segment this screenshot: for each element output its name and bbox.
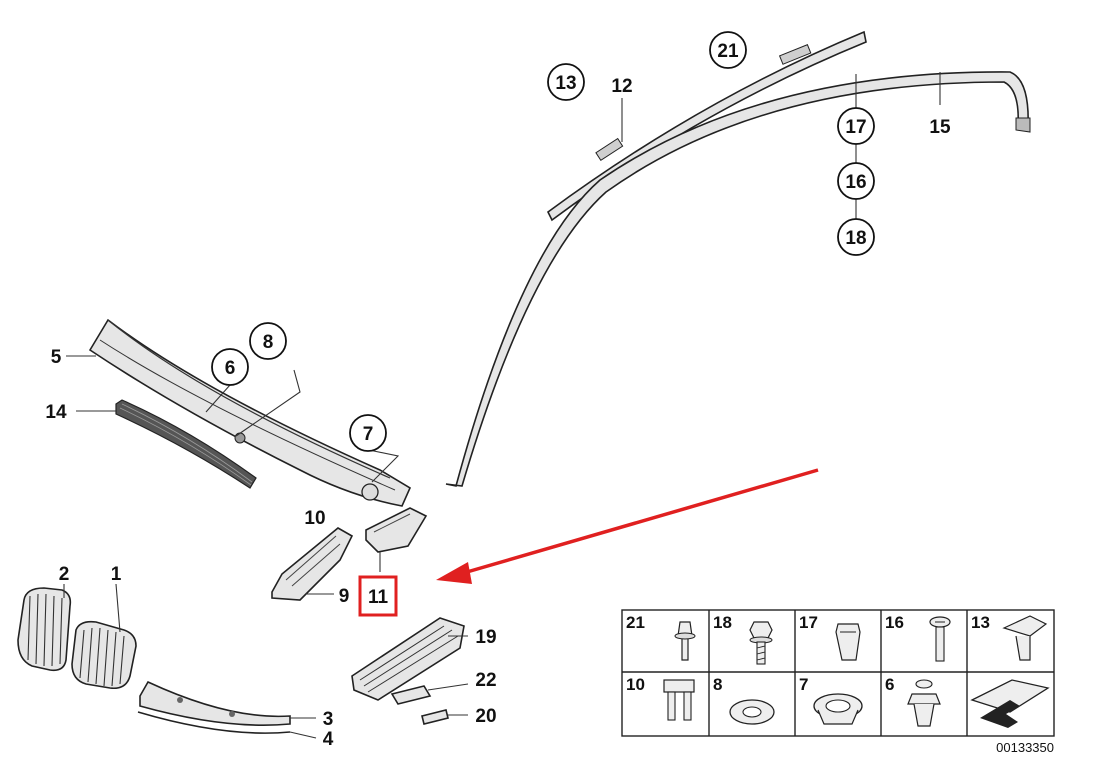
fastener-table: 21 18 17 16 13 10 8	[621, 609, 1055, 737]
table-label-7: 7	[799, 675, 808, 694]
panel-arrow-icon	[970, 679, 1050, 728]
kidney-grille-1	[71, 620, 137, 690]
table-label-21: 21	[626, 613, 645, 632]
callout-5: 5	[51, 347, 62, 368]
callout-4: 4	[323, 729, 334, 750]
emblem-20	[421, 709, 449, 725]
expansion-rivet-icon	[907, 679, 941, 727]
cowl-grille-14	[115, 399, 257, 489]
table-label-8: 8	[713, 675, 722, 694]
table-label-13: 13	[971, 613, 990, 632]
cowl-panel-5	[88, 318, 412, 507]
washer-icon	[729, 699, 775, 725]
callout-22: 22	[475, 670, 496, 691]
bracket-9	[271, 527, 354, 601]
callout-20: 20	[475, 706, 496, 727]
callout-16: 16	[845, 172, 866, 193]
callout-1: 1	[111, 564, 122, 585]
callout-13: 13	[555, 73, 576, 94]
bracket-11	[365, 507, 428, 553]
callout-ring-6	[211, 348, 249, 386]
callout-ring-8	[249, 322, 287, 360]
callout-3: 3	[323, 709, 334, 730]
leader-1	[115, 583, 121, 633]
leader-4	[289, 731, 317, 739]
callout-7: 7	[363, 424, 374, 445]
callout-ring-16	[837, 162, 875, 200]
clip-nut-icon	[835, 623, 861, 661]
callout-ring-7	[349, 414, 387, 452]
air-duct-19	[351, 617, 465, 701]
push-clip-icon	[663, 679, 695, 721]
callout-18: 18	[845, 228, 866, 249]
table-label-18: 18	[713, 613, 732, 632]
table-label-6: 6	[885, 675, 894, 694]
callout-14: 14	[45, 402, 67, 423]
callout-12: 12	[611, 76, 632, 97]
callout-ring-18	[837, 218, 875, 256]
callout-9: 9	[339, 586, 350, 607]
callout-ring-13	[547, 63, 585, 101]
callout-10: 10	[304, 508, 325, 529]
callout-17: 17	[845, 117, 866, 138]
hex-bolt-icon	[749, 621, 773, 665]
lower-trim-3-4	[137, 680, 291, 734]
highlight-arrow	[436, 468, 819, 584]
callout-11: 11	[368, 587, 389, 608]
catalog-number: 00133350	[996, 740, 1054, 755]
grommet-icon	[813, 693, 863, 725]
leader-7	[368, 449, 400, 483]
roof-molding-15	[445, 71, 1031, 487]
leader-8	[235, 369, 301, 437]
callout-8: 8	[263, 332, 274, 353]
callout-21: 21	[717, 41, 739, 62]
callout-ring-21	[709, 31, 747, 69]
leader-6	[205, 384, 231, 413]
callout-ring-17	[837, 107, 875, 145]
callout-15: 15	[929, 117, 951, 138]
callout-19: 19	[475, 627, 496, 648]
rivet-icon	[674, 621, 696, 661]
leader-22	[427, 683, 469, 691]
screw-icon	[929, 616, 951, 662]
table-label-17: 17	[799, 613, 818, 632]
callout-2: 2	[59, 564, 70, 585]
callout-6: 6	[225, 358, 236, 379]
table-label-10: 10	[626, 675, 645, 694]
kidney-grille-2	[17, 587, 72, 672]
pad-22	[390, 685, 432, 705]
table-label-16: 16	[885, 613, 904, 632]
spring-clip-icon	[1002, 615, 1048, 661]
highlight-box-11	[358, 575, 398, 617]
